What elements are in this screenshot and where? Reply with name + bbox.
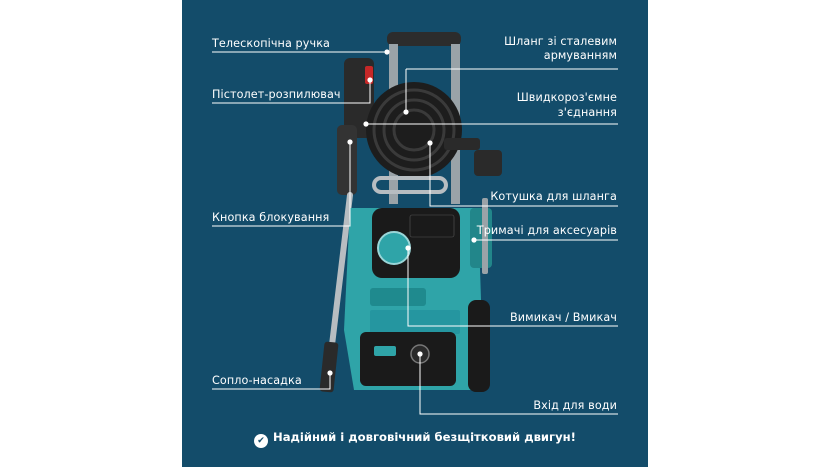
callout-line-lock	[212, 142, 351, 227]
brand-plate	[370, 288, 426, 306]
callout-line-nozzle	[212, 373, 331, 390]
label-quick-connect-line2: з'єднання	[557, 106, 617, 119]
marker-holders	[471, 237, 477, 243]
outlet-connector	[374, 346, 396, 356]
label-power-switch: Вимикач / Вмикач	[510, 311, 617, 324]
spec-plate	[409, 214, 455, 238]
handle-grip	[387, 32, 461, 46]
label-accessory-holders: Тримачі для аксесуарів	[476, 224, 617, 237]
callout-line-reel	[429, 143, 618, 207]
footer-banner: ✔ Надійний і довговічний безщітковий двиг…	[182, 430, 648, 448]
infographic-panel: Телескопічна ручка Пістолет-розпилювач К…	[182, 0, 648, 467]
reel-crank	[444, 138, 480, 150]
wheel	[468, 300, 490, 392]
label-hose-reel: Котушка для шланга	[490, 190, 617, 203]
nozzle-tip	[319, 341, 339, 393]
hose-reel	[366, 82, 462, 178]
marker-gun	[367, 77, 373, 83]
marker-lock	[347, 139, 353, 145]
marker-reel	[427, 140, 433, 146]
label-lock-button: Кнопка блокування	[212, 211, 330, 224]
callout-line-switch	[407, 248, 618, 327]
marker-quick-connect	[363, 121, 369, 127]
label-nozzle: Сопло-насадка	[212, 374, 302, 387]
marker-hose	[403, 109, 409, 115]
lance	[329, 192, 353, 348]
label-hose-line2: армуванням	[543, 49, 617, 62]
marker-nozzle	[327, 370, 333, 376]
callout-line-gun	[212, 80, 371, 104]
marker-inlet	[417, 351, 423, 357]
check-circle-icon: ✔	[254, 434, 269, 448]
label-quick-connect-line1: Швидкороз'ємне	[516, 91, 617, 104]
info-sticker	[370, 310, 460, 334]
label-hose-line1: Шланг зі сталевим	[504, 35, 617, 48]
label-water-inlet: Вхід для води	[533, 399, 617, 412]
bottom-panel	[360, 332, 456, 386]
marker-switch	[405, 245, 411, 251]
marker-handle	[384, 49, 390, 55]
carry-bar	[372, 176, 448, 194]
label-spray-gun: Пістолет-розпилювач	[212, 88, 341, 101]
pressure-washer-illustration	[319, 32, 502, 393]
label-telescopic-handle: Телескопічна ручка	[212, 37, 331, 50]
callout-line-inlet	[419, 354, 618, 415]
footer-text: Надійний і довговічний безщітковий двигу…	[273, 430, 576, 444]
callout-lines	[212, 49, 618, 415]
reel-handle	[474, 150, 502, 176]
